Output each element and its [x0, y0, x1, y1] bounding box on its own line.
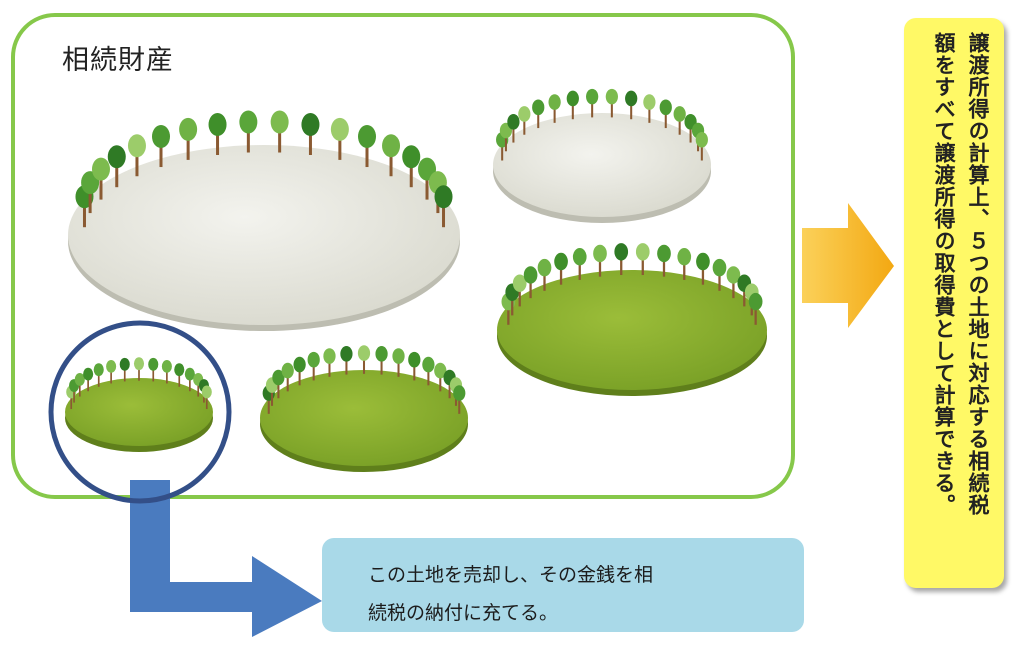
tree-icon: [593, 244, 607, 277]
tree-icon: [422, 356, 435, 386]
tree-icon: [434, 362, 447, 392]
tree-icon: [554, 252, 568, 285]
tree-icon: [357, 345, 371, 374]
tax-note-column-1: 譲渡所得の計算上、５つの土地に対応する相続税: [966, 32, 990, 516]
tree-icon: [281, 362, 294, 392]
tree-icon: [532, 99, 545, 129]
tree-icon: [657, 244, 671, 277]
tree-icon: [548, 94, 561, 123]
tree-icon: [119, 357, 130, 382]
tree-icon: [127, 134, 146, 177]
tree-icon: [518, 106, 531, 135]
tree-icon: [643, 94, 656, 123]
tree-icon: [272, 369, 285, 399]
inheritance-assets-title: 相続財産: [62, 45, 174, 76]
tree-icon: [179, 117, 198, 160]
tree-icon: [625, 90, 638, 120]
tree-icon: [106, 359, 117, 384]
tree-icon: [323, 348, 336, 377]
arrow-bent-icon: [130, 480, 322, 637]
tree-icon: [307, 351, 320, 381]
tree-icon: [677, 248, 692, 280]
callout-box: この土地を売却し、その金銭を相 続税の納付に充てる。: [322, 538, 804, 632]
tree-icon: [523, 266, 538, 299]
tree-icon: [148, 357, 159, 382]
tree-icon: [635, 243, 650, 276]
tree-icon: [659, 99, 672, 129]
tree-icon: [726, 266, 741, 299]
land-plots: [65, 88, 767, 472]
tree-icon: [293, 356, 306, 386]
tax-note-box: 譲渡所得の計算上、５つの土地に対応する相続税 額をすべて譲渡所得の取得費として計…: [904, 18, 1004, 588]
tree-icon: [453, 385, 466, 414]
land-plot-icon: [493, 88, 711, 223]
tree-icon: [614, 243, 629, 276]
tax-note-column-2: 額をすべて譲渡所得の取得費として計算できる。: [932, 32, 956, 516]
tree-icon: [748, 292, 763, 325]
land-plot-icon: [68, 110, 460, 331]
tree-icon: [673, 106, 686, 135]
tree-icon: [572, 248, 587, 280]
tree-icon: [358, 125, 377, 168]
tree-icon: [512, 274, 527, 307]
tree-icon: [537, 258, 552, 291]
tree-icon: [408, 351, 421, 381]
tree-icon: [107, 145, 126, 188]
tree-icon: [605, 88, 618, 118]
land-plot-icon: [497, 243, 767, 396]
tree-icon: [270, 110, 289, 153]
tree-icon: [174, 363, 185, 387]
land-plot-icon: [65, 357, 213, 452]
tree-icon: [330, 117, 349, 160]
tree-icon: [184, 367, 195, 392]
tree-icon: [74, 373, 85, 397]
tree-icon: [507, 114, 520, 143]
tree-icon: [340, 346, 353, 375]
tree-icon: [83, 367, 94, 392]
tree-icon: [201, 385, 212, 410]
callout-line-2: 続税の納付に充てる。: [368, 602, 559, 624]
arrow-right-icon: [802, 203, 894, 328]
tree-icon: [91, 157, 110, 200]
tree-icon: [382, 134, 401, 177]
tree-icon: [133, 357, 145, 381]
tree-icon: [566, 90, 579, 120]
tree-icon: [402, 145, 421, 188]
tree-icon: [93, 363, 104, 387]
tree-icon: [392, 348, 405, 377]
tree-icon: [208, 112, 227, 155]
tree-icon: [151, 125, 170, 168]
tree-icon: [375, 346, 388, 375]
land-plot-icon: [260, 345, 468, 472]
callout-line-1: この土地を売却し、その金銭を相: [368, 564, 654, 586]
highlight-circle: [48, 320, 232, 504]
tree-icon: [301, 112, 320, 155]
tree-icon: [161, 359, 172, 384]
tree-icon: [586, 88, 599, 118]
tree-icon: [695, 131, 708, 161]
tree-icon: [239, 110, 258, 153]
tree-icon: [434, 185, 453, 228]
tree-icon: [712, 258, 727, 291]
tree-icon: [696, 252, 710, 285]
